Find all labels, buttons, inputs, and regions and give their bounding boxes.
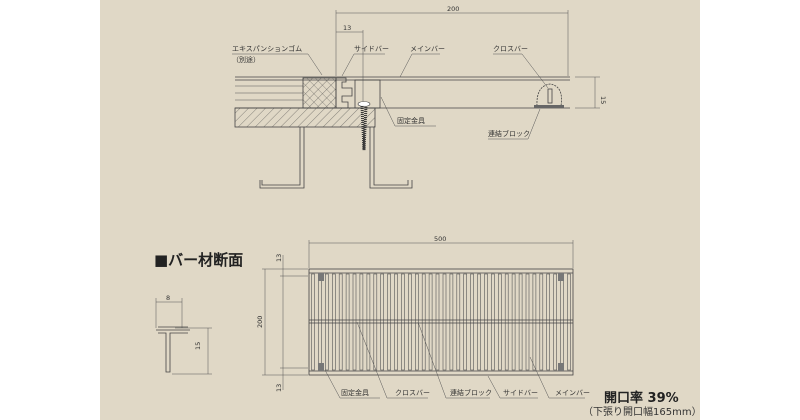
main-bar — [380, 273, 385, 371]
cross-bar — [536, 83, 562, 107]
main-bar — [311, 273, 315, 371]
fixing-bracket-bl — [318, 363, 324, 371]
main-bar — [401, 273, 405, 371]
main-bar — [567, 273, 571, 371]
label-side-bar: サイドバー — [354, 45, 389, 53]
right-channel — [369, 127, 413, 189]
plan-label-1: クロスバー — [395, 389, 430, 397]
main-bar — [560, 273, 564, 371]
main-bar — [331, 273, 336, 371]
dim-bottom-13-label: 13 — [275, 384, 283, 392]
main-bar — [518, 273, 523, 371]
main-bar — [421, 273, 426, 371]
opening-ratio: 開口率 39% — [604, 391, 679, 406]
main-bar — [456, 273, 461, 371]
plan-label-0: 固定金具 — [341, 388, 369, 397]
main-bar — [387, 273, 391, 371]
screw-head — [357, 101, 371, 107]
main-bar — [442, 273, 447, 371]
main-bar — [504, 273, 509, 371]
plan-view: 500 200 13 13 固定金具 クロスバー 連結ブロッ — [256, 235, 590, 399]
left-channel — [259, 127, 305, 189]
plan-label-4: メインバー — [555, 389, 590, 397]
main-bar — [428, 273, 433, 371]
main-bar — [525, 273, 530, 371]
opening-note: （下張り開口幅165mm） — [583, 407, 702, 418]
main-bar — [470, 273, 474, 371]
main-bar — [414, 273, 419, 371]
plan-label-3: サイドバー — [503, 389, 538, 397]
main-bar — [477, 273, 481, 371]
main-bar — [394, 273, 398, 371]
label-cross-bar: クロスバー — [493, 45, 528, 53]
side-bar — [335, 77, 353, 109]
main-bar — [352, 273, 357, 371]
main-bar — [318, 273, 322, 371]
main-bar — [532, 273, 537, 371]
concrete — [234, 107, 376, 128]
main-bar — [366, 273, 371, 371]
main-bar — [539, 273, 544, 371]
dim-8-label: 8 — [166, 294, 170, 302]
grating-frame — [308, 268, 574, 376]
fixing-bracket-br — [558, 363, 564, 371]
expansion-rubber — [302, 77, 337, 109]
label-expansion-note: （別途） — [232, 55, 260, 64]
dim-200-side-label: 200 — [256, 316, 264, 328]
label-connecting-block: 連結ブロック — [488, 129, 530, 138]
dim-15-label: 15 — [599, 96, 607, 104]
t-bar-profile — [156, 326, 190, 373]
main-bar — [553, 273, 558, 371]
bar-section-heading: ■バー材断面 — [154, 251, 244, 269]
main-bar — [435, 273, 440, 371]
main-bar — [546, 273, 551, 371]
connecting-block — [534, 105, 564, 108]
fixing-bracket-tl — [318, 273, 324, 281]
dim-top-13-label: 13 — [275, 254, 283, 262]
dim-13-label: 13 — [343, 24, 351, 32]
label-expansion-rubber: エキスパンションゴム — [232, 44, 302, 53]
label-fixing-bracket: 固定金具 — [397, 116, 425, 125]
drawing-panel — [100, 0, 700, 420]
dim-200-label: 200 — [447, 5, 459, 13]
top-cross-section: 200 13 エキスパンションゴム （別途） サイドバー メインバー クロスバー… — [232, 5, 607, 189]
plan-label-2: 連結ブロック — [450, 388, 492, 397]
main-bar — [463, 273, 468, 371]
fixing-bracket-tr — [558, 273, 564, 281]
main-bar — [408, 273, 412, 371]
main-bar — [491, 273, 495, 371]
main-bar — [373, 273, 378, 371]
main-bar — [449, 273, 454, 371]
dim-bar-15-label: 15 — [194, 342, 202, 350]
main-bar — [338, 273, 343, 371]
main-bar — [497, 273, 502, 371]
main-bar — [484, 273, 488, 371]
screw — [360, 105, 368, 151]
label-main-bar: メインバー — [410, 45, 445, 53]
main-bar — [359, 273, 364, 371]
main-bar — [324, 273, 329, 371]
dim-500-label: 500 — [434, 235, 446, 243]
main-bar — [511, 273, 516, 371]
main-bars — [311, 273, 571, 371]
bar-cross-section: 8 15 — [155, 294, 212, 375]
main-bar — [345, 273, 350, 371]
